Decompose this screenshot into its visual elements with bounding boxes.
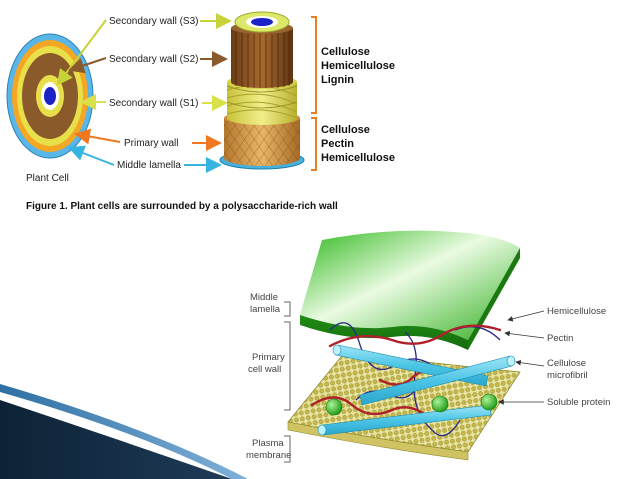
s3-arrow-to-cell bbox=[56, 19, 107, 86]
primary-cell-wall-bracket bbox=[284, 321, 291, 411]
secondary-wall-bracket bbox=[311, 16, 317, 114]
primary-component-1: Cellulose bbox=[321, 124, 370, 136]
s3-label: Secondary wall (S3) bbox=[109, 16, 198, 27]
middle-lamella-label-line1: Middle bbox=[250, 292, 278, 303]
hemicellulose-arrow bbox=[507, 310, 545, 322]
middle-lamella-label: Middle lamella bbox=[117, 160, 181, 171]
cellulose-microfibril-arrow bbox=[515, 359, 545, 367]
primary-component-2: Pectin bbox=[321, 138, 354, 150]
figure-2: Middle lamella Primary cell wall Plasma … bbox=[246, 230, 610, 463]
slide-corner-swoosh bbox=[0, 384, 248, 479]
s1-label: Secondary wall (S1) bbox=[109, 98, 198, 109]
cellulose-microfibril-label-line2: microfibril bbox=[547, 370, 588, 381]
plasma-membrane-label-line2: membrane bbox=[246, 450, 291, 461]
primary-arrow-to-cell bbox=[74, 128, 121, 145]
s2-label: Secondary wall (S2) bbox=[109, 54, 198, 65]
plasma-membrane-label-line1: Plasma bbox=[252, 438, 284, 449]
primary-cell-wall-label-line1: Primary bbox=[252, 352, 285, 363]
plant-cell-label: Plant Cell bbox=[26, 173, 69, 184]
cellulose-microfibril-label-line1: Cellulose bbox=[547, 358, 586, 369]
primary-cell-wall-label-line2: cell wall bbox=[248, 364, 281, 375]
figure-1: Plant Cell Secondary wall (S3) Secondary… bbox=[6, 11, 395, 212]
secondary-component-1: Cellulose bbox=[321, 46, 370, 58]
secondary-component-2: Hemicellulose bbox=[321, 60, 395, 72]
figure-1-caption: Figure 1. Plant cells are surrounded by … bbox=[26, 201, 338, 212]
soluble-proteins bbox=[325, 393, 498, 416]
middle-arrow-to-cell bbox=[68, 145, 115, 166]
primary-wall-label: Primary wall bbox=[124, 138, 178, 149]
soluble-protein-label: Soluble protein bbox=[547, 397, 610, 408]
plant-cell-cross-section bbox=[6, 33, 94, 159]
hemicellulose-label: Hemicellulose bbox=[547, 306, 606, 317]
plasma-membrane-bracket bbox=[284, 435, 291, 463]
middle-lamella-bracket bbox=[284, 301, 291, 317]
pectin-label: Pectin bbox=[547, 333, 573, 344]
middle-lamella-label-line2: lamella bbox=[250, 304, 281, 315]
s2-arrow-to-cell bbox=[68, 57, 107, 74]
cellulose-microfibrils bbox=[317, 344, 516, 436]
middle-lamella-slab bbox=[300, 230, 520, 350]
primary-component-3: Hemicellulose bbox=[321, 152, 395, 164]
cell-wall-layer-column bbox=[219, 11, 305, 170]
pectin-arrow bbox=[504, 330, 545, 339]
primary-wall-bracket bbox=[311, 117, 317, 171]
secondary-component-3: Lignin bbox=[321, 74, 354, 86]
